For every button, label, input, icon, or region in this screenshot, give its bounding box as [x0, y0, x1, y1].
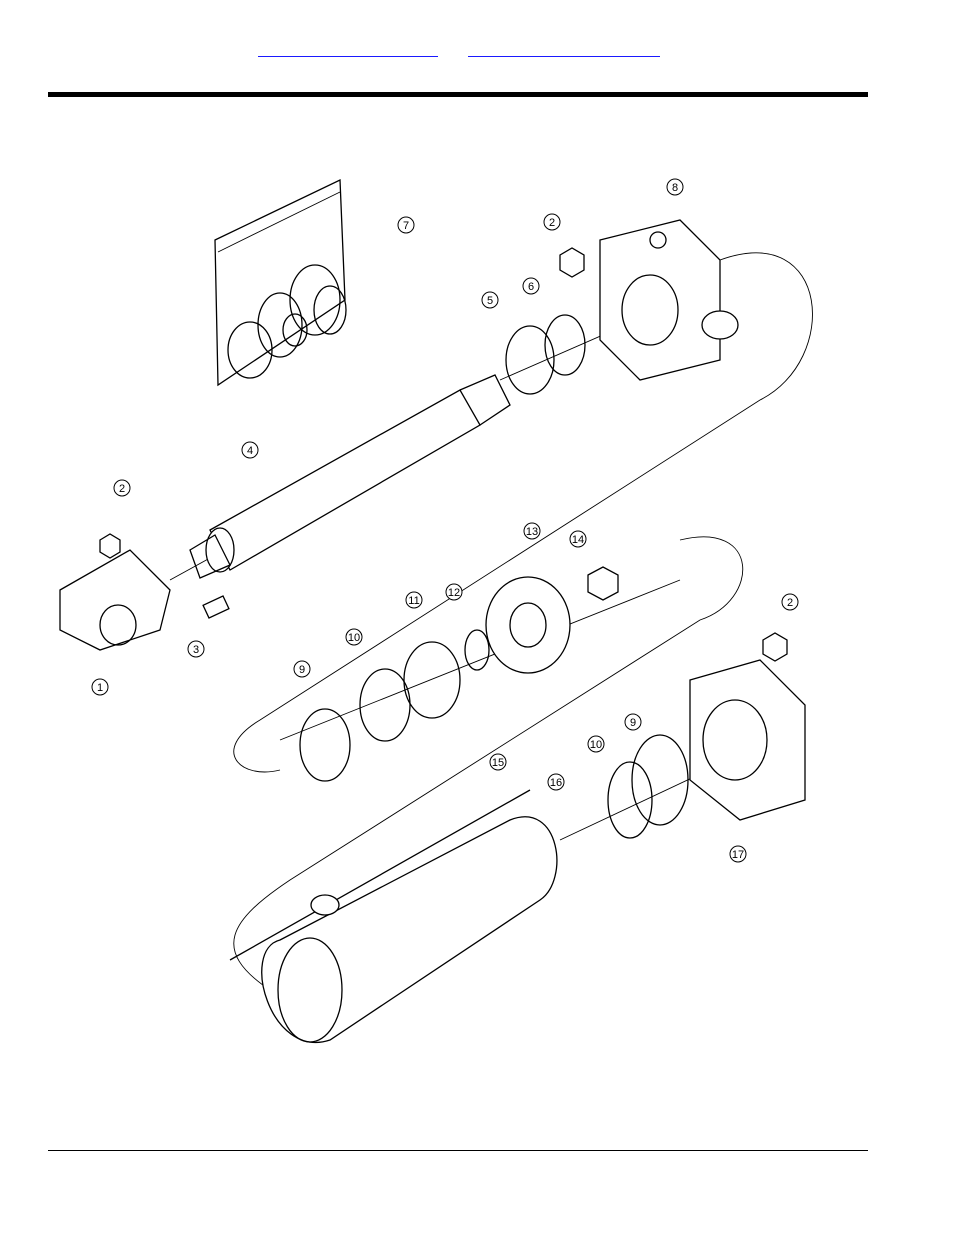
- rod-clevis: [60, 534, 229, 650]
- callout-15: 15: [490, 754, 506, 770]
- cylinder-tube: [262, 817, 557, 1043]
- callout-10a: 10: [346, 629, 362, 645]
- callout-13: 13: [524, 523, 540, 539]
- svg-text:9: 9: [299, 664, 305, 676]
- callout-16: 16: [548, 774, 564, 790]
- nav-link-2[interactable]: [468, 38, 660, 57]
- svg-text:9: 9: [630, 717, 636, 729]
- retaining-ring-upper: [300, 709, 350, 781]
- callout-4: 4: [242, 442, 258, 458]
- callout-7: 7: [398, 217, 414, 233]
- tube-port: [311, 895, 339, 915]
- svg-text:15: 15: [492, 757, 504, 769]
- svg-text:10: 10: [348, 632, 360, 644]
- callout-1: 1: [92, 679, 108, 695]
- svg-text:5: 5: [487, 295, 493, 307]
- svg-text:2: 2: [549, 217, 555, 229]
- o-ring: [465, 630, 489, 670]
- svg-text:10: 10: [590, 739, 602, 751]
- callout-12: 12: [446, 584, 462, 600]
- callout-2b: 2: [544, 214, 560, 230]
- wear-ring: [404, 642, 460, 718]
- piston-nut: [588, 567, 618, 600]
- nut-upper-right: [560, 248, 584, 277]
- callout-5: 5: [482, 292, 498, 308]
- svg-text:6: 6: [528, 281, 534, 293]
- header-rule: [48, 92, 868, 97]
- svg-text:14: 14: [572, 534, 584, 546]
- callout-6: 6: [523, 278, 539, 294]
- svg-text:2: 2: [119, 483, 125, 495]
- cylinder-base: [690, 660, 805, 820]
- callout-9a: 9: [294, 661, 310, 677]
- callout-8: 8: [667, 179, 683, 195]
- svg-text:3: 3: [193, 644, 199, 656]
- callout-11: 11: [406, 592, 422, 608]
- callout-9b: 9: [625, 714, 641, 730]
- nav-link-1[interactable]: [258, 38, 438, 57]
- svg-text:11: 11: [408, 595, 419, 607]
- retaining-ring-lower: [632, 735, 688, 825]
- nut-lower-right: [763, 633, 787, 661]
- svg-text:1: 1: [97, 682, 103, 694]
- callout-14: 14: [570, 531, 586, 547]
- svg-text:2: 2: [787, 597, 793, 609]
- footer-rule: [48, 1150, 868, 1151]
- svg-text:17: 17: [732, 849, 744, 861]
- svg-text:4: 4: [247, 445, 253, 457]
- callout-3: 3: [188, 641, 204, 657]
- callout-2c: 2: [782, 594, 798, 610]
- seal-kit-bag: [215, 180, 346, 385]
- callout-2a: 2: [114, 480, 130, 496]
- cylinder-head: [600, 220, 738, 380]
- hydraulic-cylinder-exploded-diagram: 1 2 2 2 3 4 5 6 7 8 9 9 10 10 11 12 13 1…: [40, 160, 840, 1060]
- callout-10b: 10: [588, 736, 604, 752]
- svg-text:8: 8: [672, 182, 678, 194]
- svg-text:7: 7: [403, 220, 409, 232]
- callout-17: 17: [730, 846, 746, 862]
- svg-text:13: 13: [526, 526, 538, 538]
- svg-text:16: 16: [550, 777, 562, 789]
- svg-text:12: 12: [448, 587, 460, 599]
- piston-rod: [190, 375, 510, 578]
- piston: [486, 577, 570, 673]
